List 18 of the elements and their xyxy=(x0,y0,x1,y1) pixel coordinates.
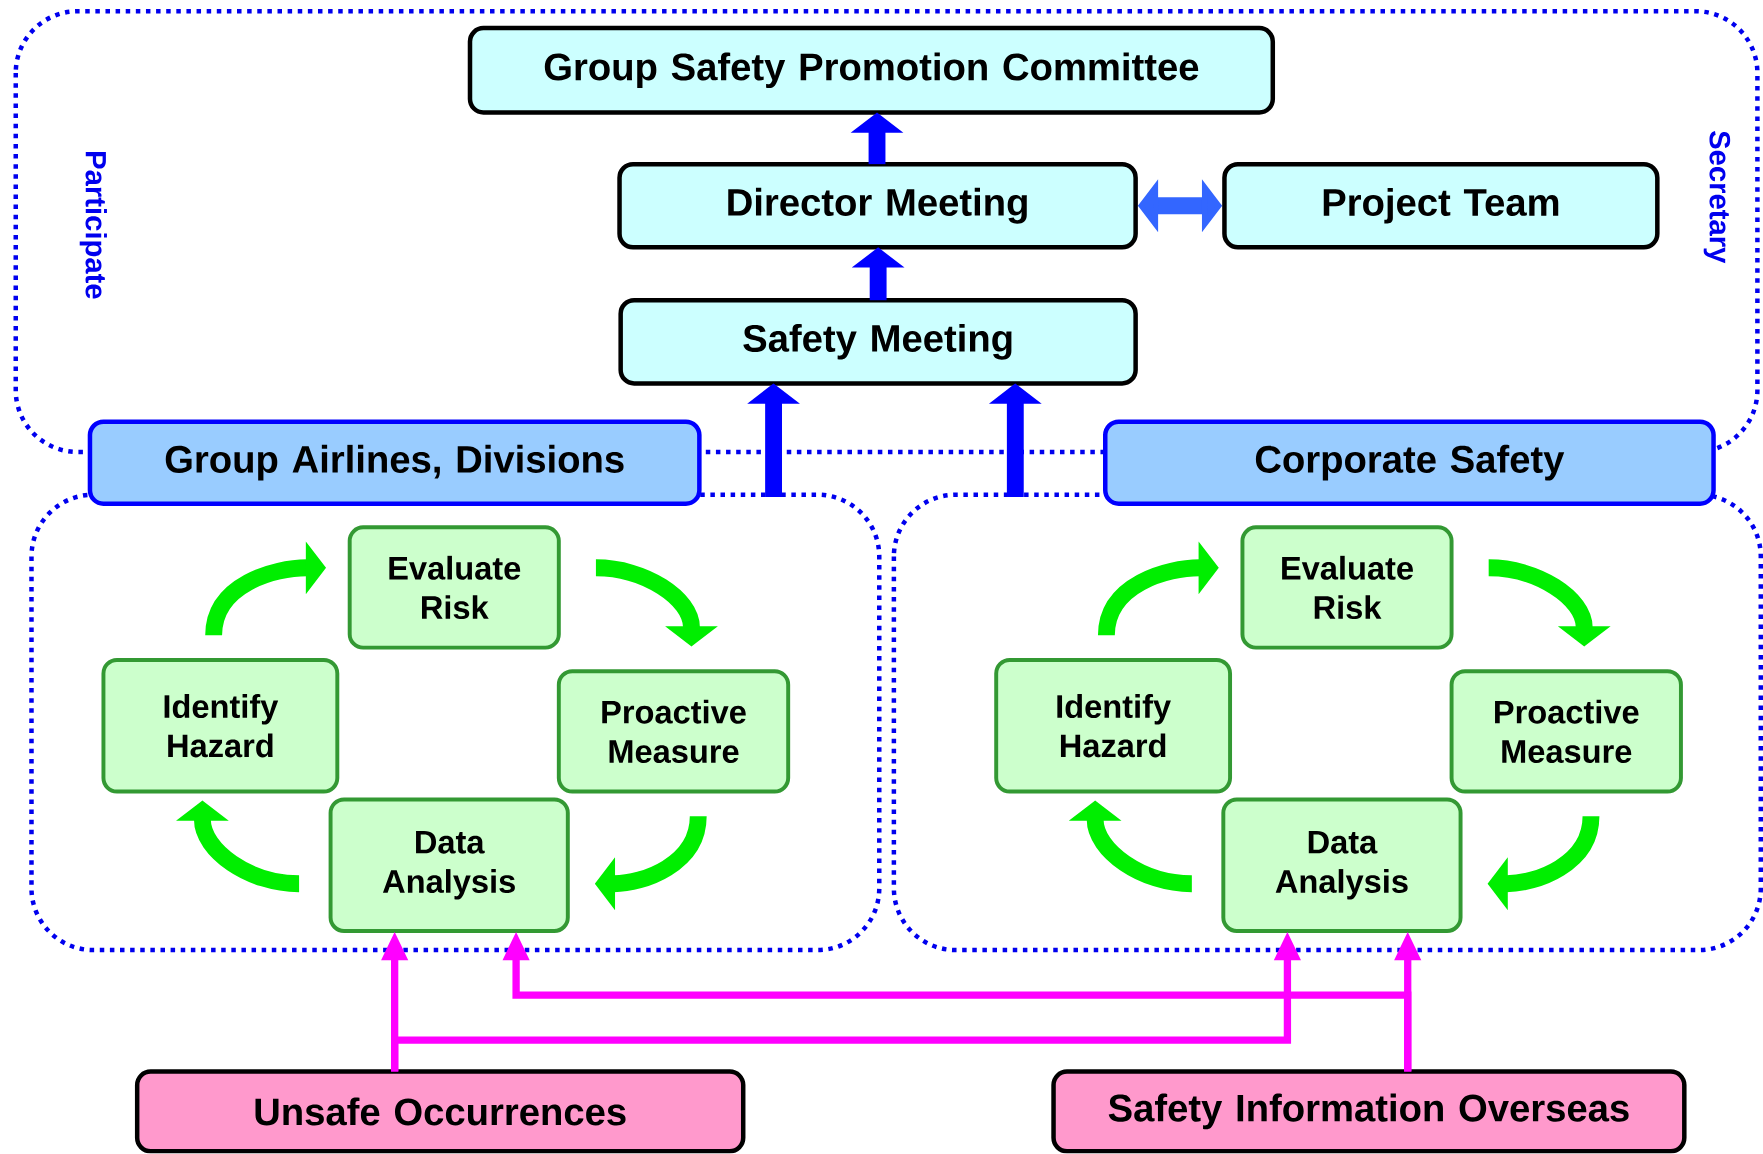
process-box: Proactive Measure xyxy=(556,669,791,794)
side-label: Secretary xyxy=(1703,131,1731,264)
process-box: Identify Hazard xyxy=(994,658,1233,794)
source-box: Safety Information Overseas xyxy=(1051,1069,1687,1154)
process-box: Proactive Measure xyxy=(1449,669,1683,794)
meeting-box: Project Team xyxy=(1222,162,1660,250)
process-box: Identify Hazard xyxy=(101,658,340,794)
process-box: Evaluate Risk xyxy=(347,525,561,650)
meeting-box: Safety Meeting xyxy=(618,298,1138,386)
source-box: Unsafe Occurrences xyxy=(134,1069,746,1154)
process-box: Data Analysis xyxy=(328,797,570,934)
side-label: Participate xyxy=(79,152,107,299)
group-header-box: Corporate Safety xyxy=(1103,419,1716,507)
group-header-box: Group Airlines, Divisions xyxy=(87,419,702,507)
meeting-box: Group Safety Promotion Committee xyxy=(467,26,1276,115)
process-box: Evaluate Risk xyxy=(1240,525,1454,650)
meeting-box: Director Meeting xyxy=(617,162,1138,250)
process-box: Data Analysis xyxy=(1221,797,1463,934)
